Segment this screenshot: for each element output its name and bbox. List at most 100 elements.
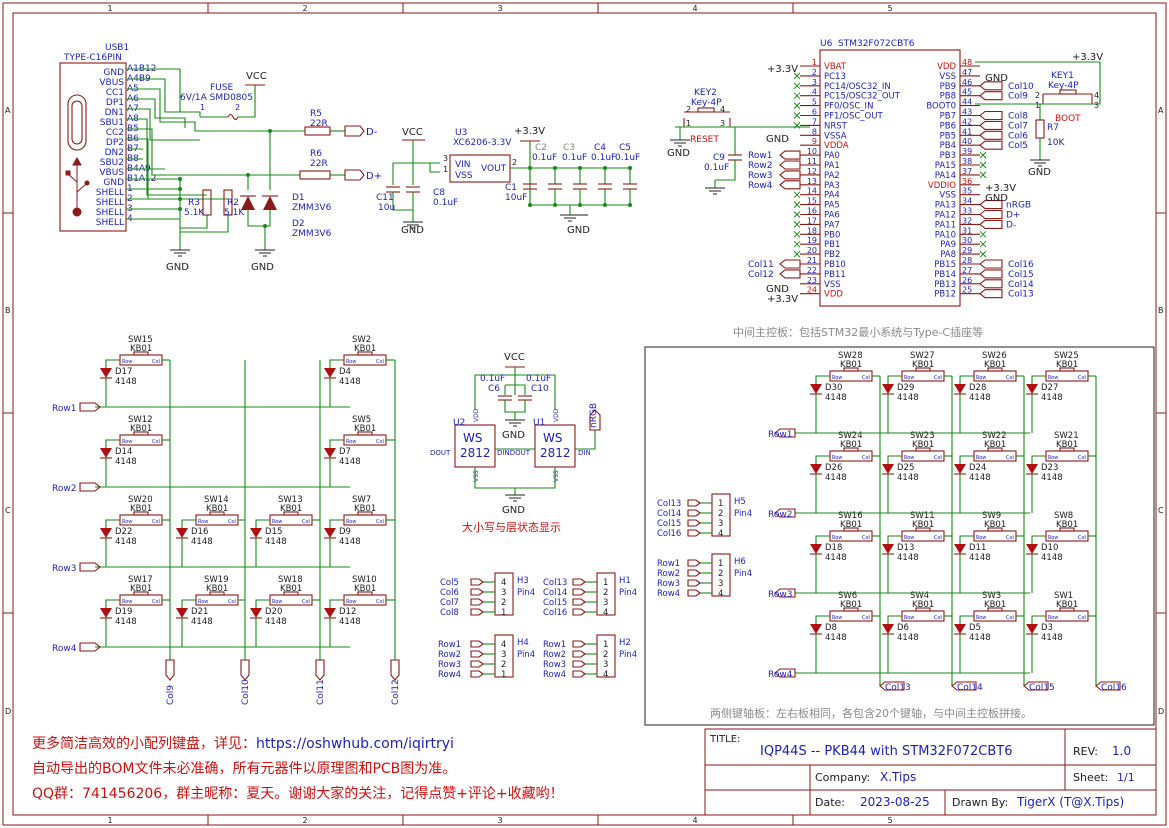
mcu-net-label: Col15 [1008,270,1034,280]
header-net: Row1 [438,640,461,650]
header-pin-num: 4 [718,529,723,539]
usb-part: TYPE-C16PIN [63,53,122,63]
v33-mcu-3: +3.3V [1072,52,1103,63]
diode-part: 4148 [969,393,991,403]
switch-part: KB01 [130,424,152,434]
c9-value: 0.1uF [704,163,729,173]
diode-ref: D3 [1041,623,1053,633]
v33-mcu-1: +3.3V [767,64,798,75]
mcu-pin-num: 26 [962,276,972,285]
header-net: Col14 [543,588,567,598]
header-pin-num: 1 [603,578,608,588]
mcu-pin-num: 46 [962,78,972,87]
mcu-pin-num: 38 [962,157,972,166]
mcu-pin-name: PB4 [940,141,956,151]
frame-col-label: 1 [108,4,113,13]
vcc-led: VCC [504,352,525,363]
switch-pin-col: Col [1006,455,1014,461]
usb-pin-name: VBUS [99,168,124,178]
mcu-pin-name: PA0 [824,151,840,161]
left-row-net: Row1 [52,404,76,414]
header-net: Col16 [543,608,567,618]
r6-value: 22R [310,159,328,169]
switch-pin-row: Row [976,455,986,461]
right-col-net: Col14 [957,683,983,693]
mcu-pin-name: PB7 [940,112,956,122]
drawn-value: TigerX (T@X.Tips) [1016,795,1124,809]
switch-part: KB01 [912,600,934,610]
mcu-pin-num: 30 [962,236,972,245]
switch-ref: SW26 [982,351,1007,361]
fuse-pin2: 2 [235,103,240,112]
c5-ref: C5 [619,143,631,153]
left-row-net: Row4 [52,644,77,654]
switch-pin-row: Row [832,535,842,541]
mcu-pin-num: 20 [807,246,817,255]
nrgb-net: nRGB [589,403,599,428]
mcu-pin-name: PC15/OSC32_OUT [824,92,901,102]
pin-headers: 4Col53Col62Col71Col8H3Pin41Col132Col143C… [438,493,752,680]
header-net: Row4 [438,670,461,680]
switch-pin-col: Col [302,599,310,605]
r5-net: D- [366,127,378,138]
mcu-pin-num: 12 [807,167,817,176]
u2-dout: DOUT [430,449,451,457]
u3-ref: U3 [455,128,467,138]
header-pin-num: 3 [603,598,608,608]
mcu-net-label: Col10 [1008,82,1034,92]
switch-pin-row: Row [904,375,914,381]
header-net: Row3 [438,660,461,670]
mcu-pin-name: PB3 [940,151,956,161]
switch-pin-col: Col [152,599,160,605]
switch-part: KB01 [206,504,228,514]
diode-part: 4148 [115,537,137,547]
mcu-pin-name: PB2 [824,250,840,260]
mcu-pin-name: PA4 [824,191,840,201]
u1-ref: U1 [533,418,545,428]
u3-vout: VOUT [481,164,507,174]
r5-ref: R5 [310,109,322,119]
rev-value: 1.0 [1112,744,1131,758]
mcu-part: STM32F072CBT6 [838,39,915,49]
switch-part: KB01 [1056,520,1078,530]
c6-value: 0.1uF [480,374,505,384]
c3-ref: C3 [563,143,575,153]
switch-pin-col: Col [228,599,236,605]
c8-ref: C8 [433,188,445,198]
header-ref: H5 [734,497,746,507]
frame-row-label: B [1158,306,1164,315]
header-pin-num: 4 [501,640,506,650]
usb-pin-name: SHELL [96,218,124,228]
u2-ref: U2 [453,418,465,428]
note-1: 更多简洁高效的小配列键盘，详见：https://oshwhub.com/iqir… [32,735,454,752]
diode-ref: D27 [1041,383,1058,393]
switch-pin-row: Row [346,519,356,525]
switch-pin-row: Row [1048,615,1058,621]
mcu-pin-num: 18 [807,226,817,235]
mcu-pin-name: PA7 [824,220,840,230]
oshwhub-link[interactable]: https://oshwhub.com/iqirtryi [256,736,454,752]
frame-row-label: C [5,506,11,515]
diode-ref: D16 [191,527,208,537]
mcu-pin-num: 2 [812,68,817,77]
switch-pin-col: Col [1078,615,1086,621]
c3-value: 0.1uF [562,153,587,163]
diode-ref: D10 [1041,543,1058,553]
header-pin-num: 4 [501,578,506,588]
gnd-label-ldo: GND [401,225,424,236]
gnd-mcu-2: GND [766,284,789,295]
mcu-pin-num: 10 [807,147,817,156]
svg-text:1: 1 [686,119,691,128]
switch-ref: SW8 [1054,511,1073,521]
switch-ref: SW14 [204,495,229,505]
key2-ref: KEY2 [694,88,717,98]
switch-ref: SW24 [838,431,863,441]
u1-code: 2812 [540,446,571,460]
mcu-pin-num: 36 [962,177,972,186]
resistor-r6: R6 22R D+ [299,149,382,182]
mcu-pin-name: BOOT0 [926,102,956,112]
mcu-pin-num: 11 [807,157,817,166]
diode-part: 4148 [825,393,847,403]
switch-part: KB01 [840,440,862,450]
right-col-net: Col15 [1029,683,1055,693]
